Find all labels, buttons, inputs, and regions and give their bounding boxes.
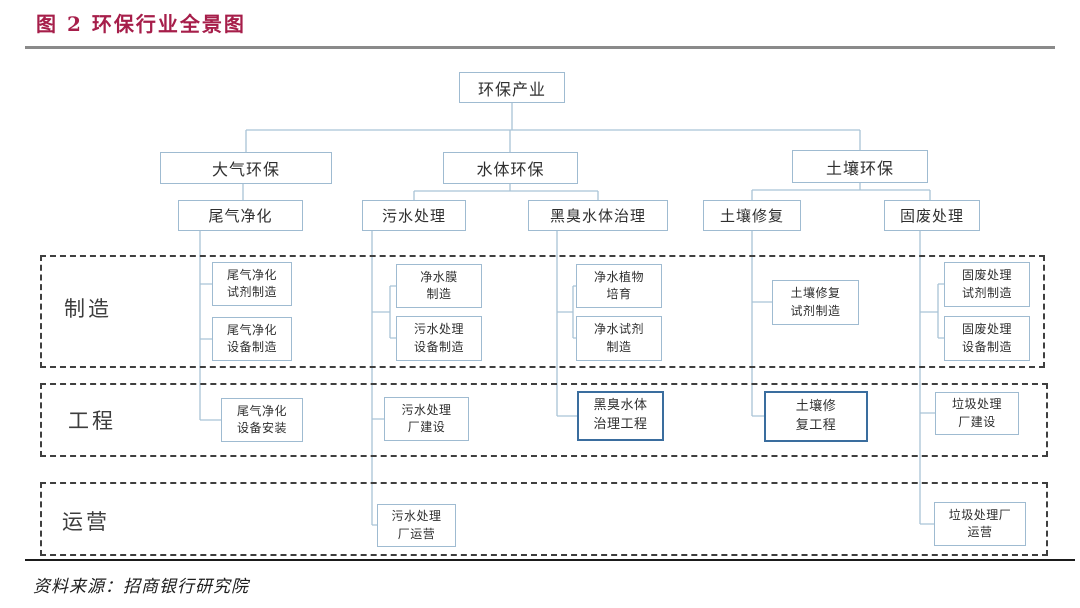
node-solid-reagent-mfg: 固废处理 试剂制造 bbox=[944, 262, 1030, 307]
node-waste-plant-operation: 垃圾处理厂 运营 bbox=[934, 502, 1026, 546]
node-sewage-treatment: 污水处理 bbox=[362, 200, 466, 231]
node-air-protection: 大气环保 bbox=[160, 152, 332, 184]
node-exhaust-equipment-mfg: 尾气净化 设备制造 bbox=[212, 317, 292, 361]
node-blackwater-treatment: 黑臭水体治理 bbox=[528, 200, 668, 231]
node-solid-equipment-mfg: 固废处理 设备制造 bbox=[944, 316, 1030, 361]
band-label-manufacturing: 制造 bbox=[64, 297, 112, 321]
node-water-protection: 水体环保 bbox=[443, 152, 578, 184]
figure-bottom-divider bbox=[25, 559, 1075, 561]
node-waste-plant-construction: 垃圾处理 厂建设 bbox=[935, 392, 1019, 435]
node-soil-remediation-engineering: 土壤修 复工程 bbox=[764, 391, 868, 442]
band-label-operations: 运营 bbox=[62, 510, 110, 534]
node-sewage-plant-operation: 污水处理 厂运营 bbox=[377, 504, 456, 547]
node-environmental-industry: 环保产业 bbox=[459, 72, 565, 103]
node-soil-protection: 土壤环保 bbox=[792, 150, 928, 183]
node-sewage-equipment-mfg: 污水处理 设备制造 bbox=[396, 316, 482, 361]
band-label-engineering: 工程 bbox=[68, 409, 116, 433]
node-water-plant-cultivation: 净水植物 培育 bbox=[576, 264, 662, 308]
node-soil-reagent-mfg: 土壤修复 试剂制造 bbox=[772, 280, 859, 325]
title-divider bbox=[25, 46, 1055, 49]
node-soil-remediation: 土壤修复 bbox=[703, 200, 801, 231]
node-water-reagent-mfg: 净水试剂 制造 bbox=[576, 316, 662, 361]
band-manufacturing bbox=[40, 255, 1045, 368]
node-water-membrane-mfg: 净水膜 制造 bbox=[396, 264, 482, 308]
node-exhaust-reagent-mfg: 尾气净化 试剂制造 bbox=[212, 262, 292, 306]
band-engineering bbox=[40, 383, 1048, 457]
node-solid-waste-treatment: 固废处理 bbox=[884, 200, 980, 231]
node-exhaust-purification: 尾气净化 bbox=[178, 200, 303, 231]
figure-title: 图 2 环保行业全景图 bbox=[36, 12, 246, 36]
band-operations bbox=[40, 482, 1048, 556]
node-exhaust-equipment-install: 尾气净化 设备安装 bbox=[221, 398, 303, 442]
node-blackwater-engineering: 黑臭水体 治理工程 bbox=[577, 391, 664, 441]
data-source-caption: 资料来源：招商银行研究院 bbox=[33, 577, 249, 597]
node-sewage-plant-construction: 污水处理 厂建设 bbox=[384, 397, 469, 441]
